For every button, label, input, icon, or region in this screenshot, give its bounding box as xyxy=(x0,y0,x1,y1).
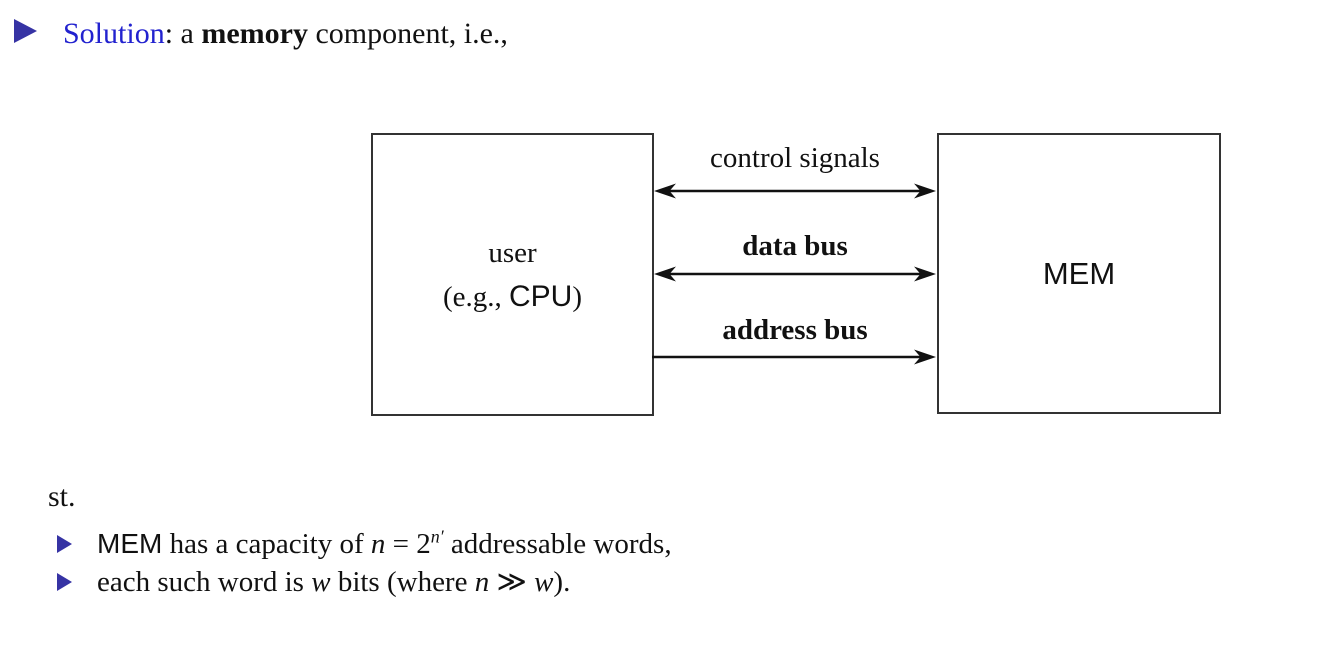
footer-item-2-middle: bits (where xyxy=(330,566,475,598)
footer-item-1-var-n: n xyxy=(370,528,386,560)
control-signals-arrow xyxy=(654,183,936,199)
slide-title: Solution: a memory component, i.e., xyxy=(63,14,508,54)
user-box-line1: user xyxy=(488,236,537,269)
title-tail: component, i.e., xyxy=(307,17,508,50)
user-box-label: user (e.g., CPU) xyxy=(443,231,582,319)
footer-item-2-relation: ≫ xyxy=(489,566,535,598)
footer-item-2: each such word is w bits (where n ≫ w). xyxy=(97,564,570,600)
data-bus-arrow xyxy=(654,266,936,282)
footer-item-1: MEM has a capacity of n = 2n′ addressabl… xyxy=(97,526,672,562)
user-box-line2-close: ) xyxy=(572,280,583,313)
control-signals-label: control signals xyxy=(710,142,880,174)
footer-item-2-tail: ). xyxy=(553,566,571,598)
user-box-line2-open: (e.g., xyxy=(442,280,509,313)
footer-item-1-text: has a capacity of xyxy=(162,528,371,560)
title-bullet-triangle-icon xyxy=(14,19,37,43)
footer-lead-in: st. xyxy=(48,480,76,513)
mem-box: MEM xyxy=(937,133,1221,414)
data-bus-label: data bus xyxy=(742,230,848,262)
footer-item-2-var-w: w xyxy=(311,566,331,598)
footer-bullet-1-triangle-icon xyxy=(57,535,72,553)
footer-item-1-acronym: MEM xyxy=(97,528,163,559)
footer-item-1-tail: addressable words, xyxy=(443,528,672,560)
title-lead: Solution xyxy=(63,17,165,50)
title-sep: : a xyxy=(164,17,202,50)
footer-item-2-var-n: n xyxy=(474,566,490,598)
footer-item-1-equals: = 2 xyxy=(385,528,431,560)
footer-bullet-2-triangle-icon xyxy=(57,573,72,591)
user-box: user (e.g., CPU) xyxy=(371,133,654,416)
address-bus-label: address bus xyxy=(722,314,868,346)
title-emphasis: memory xyxy=(201,17,308,50)
address-bus-arrow xyxy=(652,349,936,365)
footer-item-1-superscript: n′ xyxy=(430,526,444,547)
footer-item-2-text: each such word is xyxy=(97,566,312,598)
footer-item-2-var-w2: w xyxy=(534,566,554,598)
user-box-cpu: CPU xyxy=(509,279,573,313)
mem-box-label: MEM xyxy=(1042,255,1116,291)
